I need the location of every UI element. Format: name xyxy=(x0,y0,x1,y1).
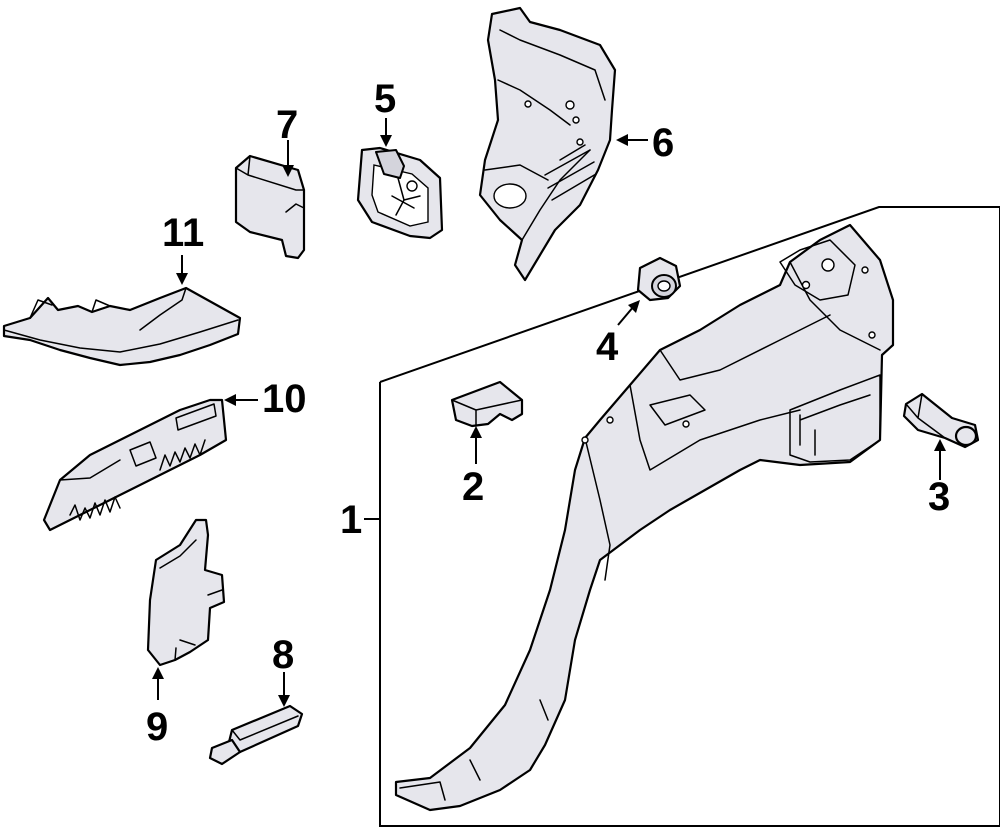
arrow-8 xyxy=(278,695,290,707)
callout-2: 2 xyxy=(462,465,484,509)
callout-6: 6 xyxy=(652,121,674,165)
leader-4 xyxy=(617,305,635,326)
arrow-5 xyxy=(380,135,392,147)
callout-5: 5 xyxy=(374,77,396,121)
arrow-3 xyxy=(934,439,946,451)
callout-7: 7 xyxy=(276,103,298,147)
arrow-7 xyxy=(282,165,294,177)
part-4-grommet xyxy=(636,256,682,302)
part-3-bushing xyxy=(902,392,980,449)
part-2-clip xyxy=(450,380,524,428)
callout-9: 9 xyxy=(146,705,168,749)
callout-4: 4 xyxy=(596,325,619,369)
part-9-lower-trim xyxy=(146,518,226,667)
part-6-upper-trim xyxy=(478,6,617,282)
arrow-4 xyxy=(628,300,640,313)
part-1-quarter-trim-panel xyxy=(394,223,895,812)
arrow-6 xyxy=(616,134,628,146)
part-5-handle xyxy=(356,146,444,240)
callout-1: 1 xyxy=(340,498,362,542)
part-10-toothed-bracket xyxy=(42,398,228,532)
callout-3: 3 xyxy=(928,475,950,519)
part-11-shelf-trim xyxy=(2,286,242,367)
arrow-9 xyxy=(152,667,164,679)
arrow-11 xyxy=(176,273,188,285)
arrow-10 xyxy=(224,394,236,406)
assembly-boundary xyxy=(379,206,1000,827)
callout-11: 11 xyxy=(162,211,204,255)
callout-10: 10 xyxy=(262,377,307,421)
callout-8: 8 xyxy=(272,633,294,677)
part-7-cover-cap xyxy=(234,154,306,260)
part-8-connector xyxy=(208,704,304,766)
arrow-2 xyxy=(470,426,482,438)
